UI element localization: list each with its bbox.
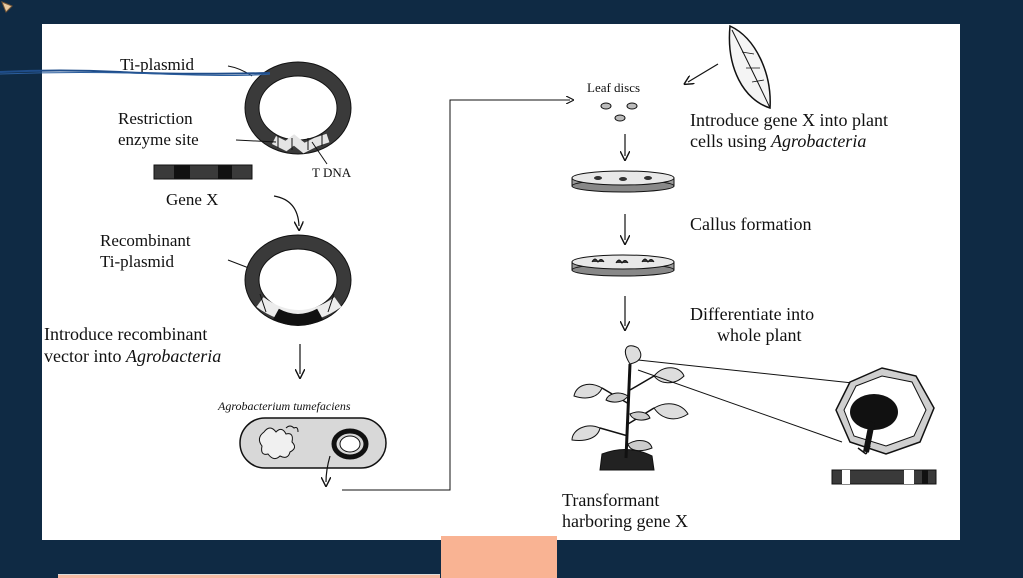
restriction-pointer <box>235 139 277 143</box>
zoom-line-top <box>637 359 863 385</box>
callus-label: Callus formation <box>690 214 811 234</box>
agrobacterium-label: Agrobacterium tumefaciens <box>217 399 351 413</box>
introduce-vector-line2: vector into Agrobacteria <box>44 346 221 366</box>
corner-pin-icon <box>1 1 13 13</box>
diagram-panel: Ti-plasmid Restriction enzyme site T DNA <box>42 24 960 540</box>
gene-x-fragment <box>153 164 253 180</box>
recombinant-label-line1: Recombinant <box>100 231 191 250</box>
transformant-line1: Transformant <box>562 490 659 510</box>
differentiate-line2: whole plant <box>717 325 801 345</box>
introduce-vector-line1: Introduce recombinant <box>44 324 207 344</box>
gene-x-label: Gene X <box>166 190 218 209</box>
restriction-label-line2: enzyme site <box>118 130 199 149</box>
differentiate-line1: Differentiate into <box>690 304 814 324</box>
recombinant-label-line2: Ti-plasmid <box>100 252 175 271</box>
decorative-peach-strip <box>58 574 440 578</box>
introduce-gene-line2: cells using Agrobacteria <box>690 131 866 151</box>
recombinant-plasmid-ring <box>244 234 352 326</box>
leaf-discs-label: Leaf discs <box>587 80 640 95</box>
arrow-bacterium-out <box>326 455 330 482</box>
plant-cell-icon <box>835 367 935 455</box>
leaf-icon <box>728 24 771 109</box>
leaf-discs <box>600 102 638 122</box>
annotation-underline <box>0 69 270 76</box>
arrow-gene-to-recombinant <box>273 195 299 226</box>
plant-icon <box>571 345 689 471</box>
transformant-line2: harboring gene X <box>562 511 688 531</box>
restriction-label-line1: Restriction <box>118 109 193 128</box>
connector-to-leaf-discs <box>342 100 570 491</box>
ti-plasmid-ring <box>244 61 352 155</box>
decorative-peach-block <box>441 536 557 578</box>
arrow-leaf-to-discs <box>688 63 719 82</box>
introduce-gene-line1: Introduce gene X into plant <box>690 110 888 130</box>
petri-dish-1 <box>571 170 675 193</box>
zoom-line-bottom <box>637 369 843 443</box>
tdna-label: T DNA <box>312 165 352 180</box>
ti-plasmid-label: Ti-plasmid <box>120 55 195 74</box>
petri-dish-2 <box>571 254 675 277</box>
gene-x-fragment-inserted <box>831 469 937 485</box>
bacterium-icon <box>239 417 387 469</box>
tdna-pointer <box>311 141 328 165</box>
transformation-diagram: Ti-plasmid Restriction enzyme site T DNA <box>44 24 937 531</box>
